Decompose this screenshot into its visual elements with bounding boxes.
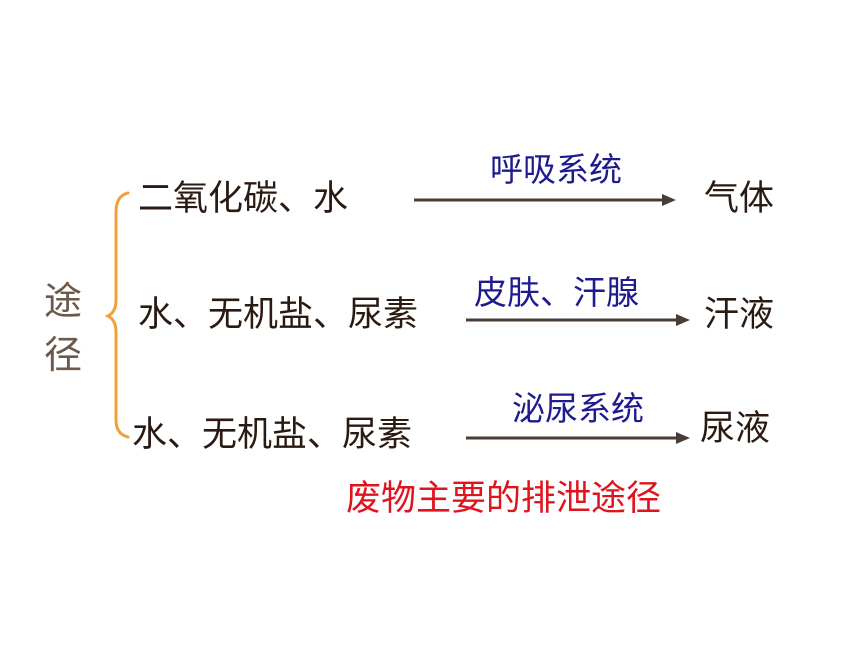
row-1-substance: 二氧化碳、水: [138, 179, 349, 219]
row-1-product: 气体: [704, 179, 775, 219]
arrow-skin: [466, 314, 690, 326]
pathway-label-char-1: 途: [44, 279, 83, 323]
row-3-substance: 水、无机盐、尿素: [132, 415, 413, 455]
row-1-organ: 呼吸系统: [490, 150, 622, 189]
diagram-caption: 废物主要的排泄途径: [346, 479, 662, 519]
row-3-organ: 泌尿系统: [512, 389, 644, 428]
row-2-organ: 皮肤、汗腺: [474, 273, 639, 312]
arrow-urinary: [466, 432, 690, 444]
row-2-substance: 水、无机盐、尿素: [138, 295, 419, 335]
pathway-label-char-2: 径: [44, 333, 83, 377]
left-brace: [104, 191, 130, 439]
row-3-product: 尿液: [700, 409, 771, 449]
row-2-product: 汗液: [704, 295, 775, 335]
arrow-respiratory: [414, 194, 676, 206]
